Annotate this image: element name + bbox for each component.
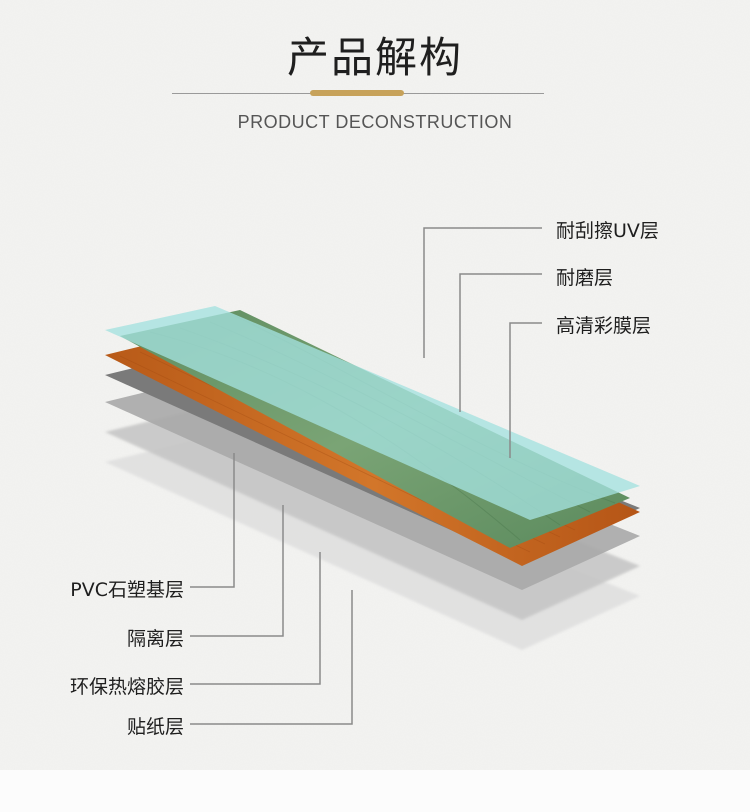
isolation-layer-label: 隔离层 bbox=[126, 628, 184, 650]
page-title: 产品解构 bbox=[286, 33, 463, 82]
leader-line-wear bbox=[459, 273, 542, 412]
leader-line-isolation bbox=[190, 505, 284, 637]
leader-line-pvc bbox=[190, 453, 235, 588]
leader-line-sticker bbox=[190, 590, 353, 725]
leader-line-adhesive bbox=[190, 552, 321, 685]
leader-line-film bbox=[509, 322, 542, 458]
bottom-strip bbox=[0, 770, 750, 812]
hot-melt-adhesive-layer-label: 环保热熔胶层 bbox=[69, 676, 184, 698]
leader-line-uv bbox=[423, 227, 542, 358]
sticker-layer-label: 贴纸层 bbox=[126, 716, 184, 738]
pvc-base-layer-label: PVC石塑基层 bbox=[70, 579, 184, 601]
page-subtitle: PRODUCT DECONSTRUCTION bbox=[237, 112, 513, 132]
wear-layer-label: 耐磨层 bbox=[556, 267, 614, 289]
uv-layer-plate bbox=[105, 306, 640, 520]
title-accent-bar bbox=[310, 90, 404, 96]
uv-layer-label: 耐刮擦UV层 bbox=[556, 220, 659, 242]
color-film-layer-label: 高清彩膜层 bbox=[556, 315, 652, 337]
